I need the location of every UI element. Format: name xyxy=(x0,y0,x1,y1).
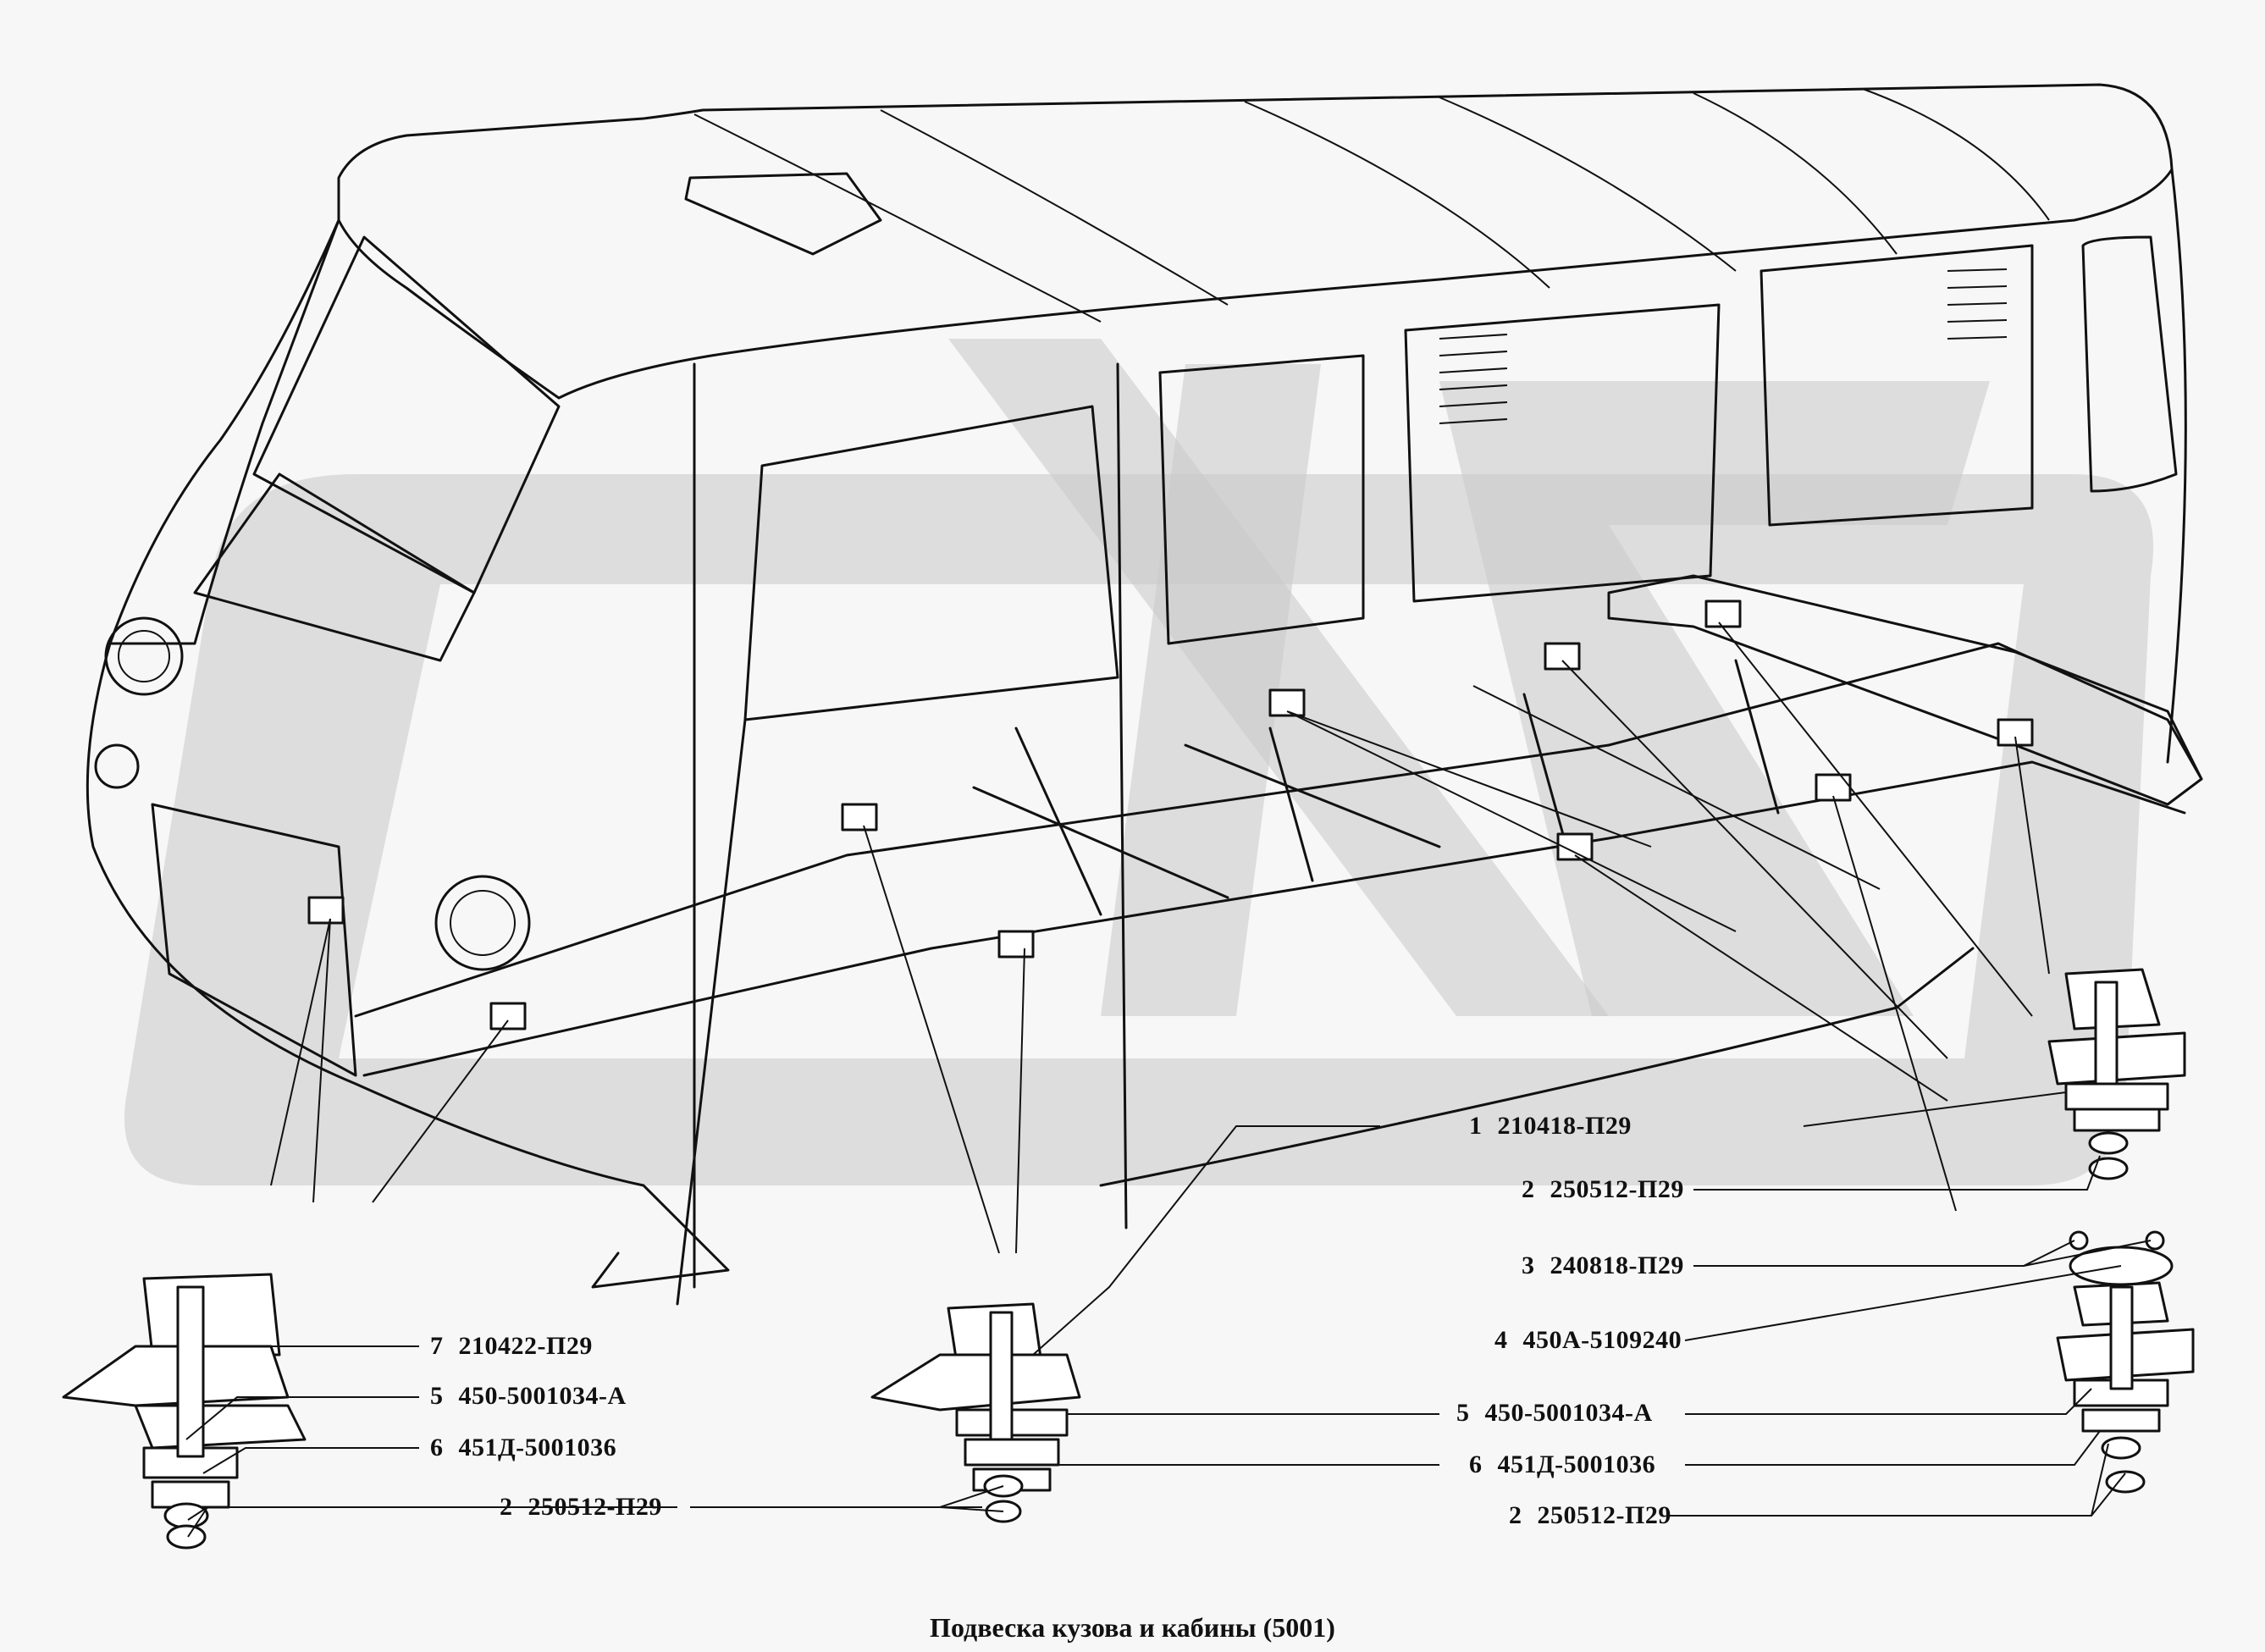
mount-assembly-right-bottom xyxy=(2056,1230,2195,1494)
van-body xyxy=(86,83,2203,1306)
watermark-logo xyxy=(124,339,2154,1185)
leader-lines xyxy=(185,622,2152,1538)
mount-assembly-center xyxy=(870,1302,1081,1523)
mount-assembly-left xyxy=(62,1273,307,1550)
diagram-caption: Подвеска кузова и кабины (5001) xyxy=(930,1612,1335,1643)
mount-assembly-right-top xyxy=(2047,968,2186,1180)
